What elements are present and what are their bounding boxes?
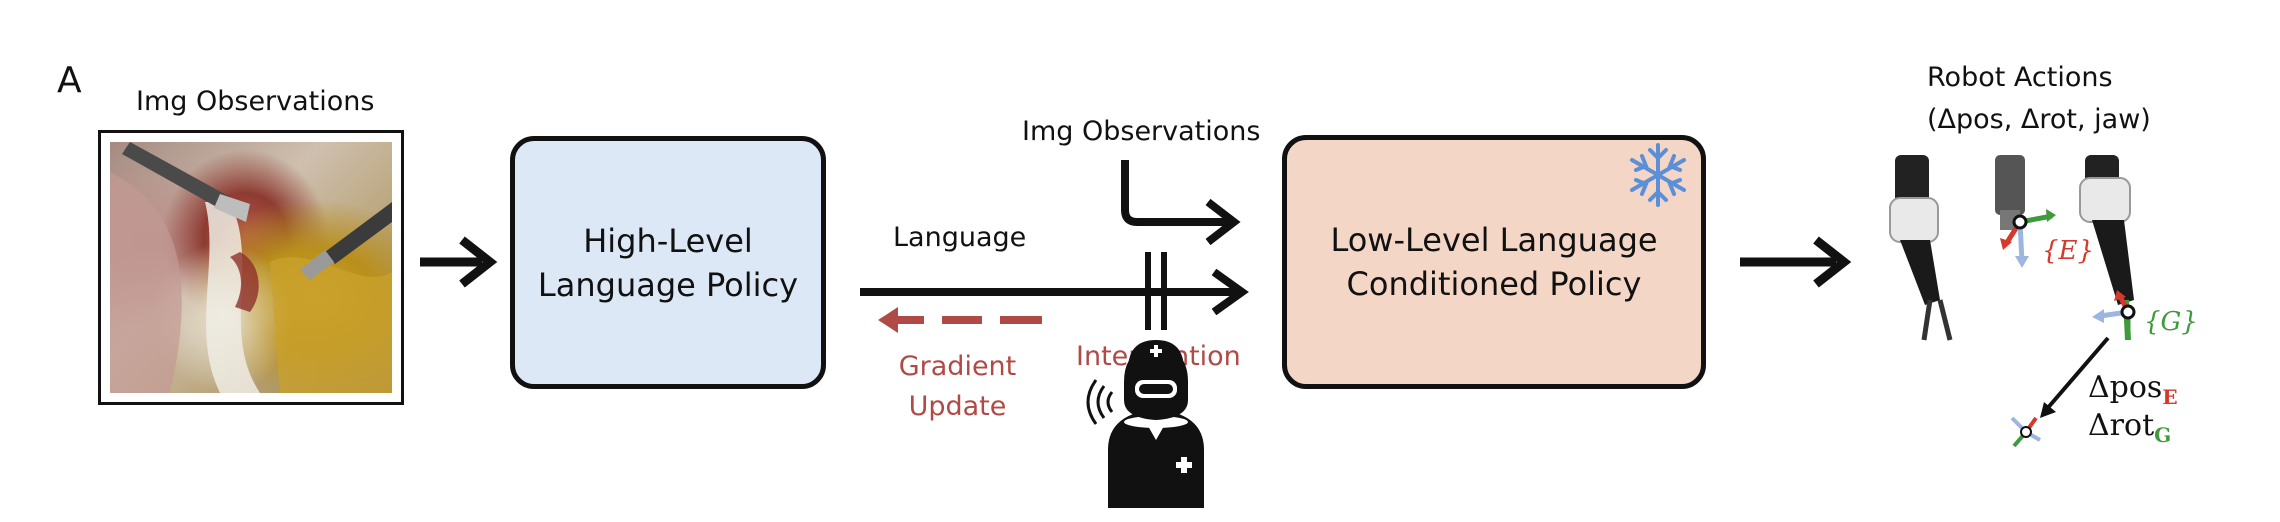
gradient-update-label: Gradient Update: [880, 347, 1035, 427]
frame-g-axes-icon: [2092, 290, 2136, 340]
robot-instruments-drawing: [1889, 155, 2134, 341]
panel-label: A: [57, 60, 82, 101]
frame-e-axes-icon: [2000, 209, 2056, 268]
img-observations-label-2: Img Observations: [1022, 116, 1261, 147]
gradient-update-arrow: [878, 307, 1042, 333]
delta-rot-label: ΔrotG: [2088, 408, 2171, 447]
snowflake-icon: [1630, 143, 1686, 207]
delta-pos-text: Δpos: [2088, 370, 2163, 405]
delta-pos-subscript: E: [2162, 385, 2178, 409]
target-frame-axes-icon: [2010, 416, 2041, 448]
low-level-policy-box: Low-Level Language Conditioned Policy: [1282, 135, 1706, 389]
arrow-img-observations: [1121, 160, 1241, 246]
language-label: Language: [893, 222, 1027, 253]
input-image-label: Img Observations: [136, 86, 375, 117]
delta-pos-label: ΔposE: [2088, 370, 2178, 409]
low-level-line1: Low-Level Language: [1330, 221, 1658, 259]
motion-arrow: [2040, 336, 2110, 418]
high-level-line2: Language Policy: [537, 265, 799, 304]
high-level-language-policy-box: High-Level Language Policy: [510, 136, 826, 389]
arrow-language: [860, 268, 1249, 316]
arrow-input-to-high-level: [420, 236, 498, 288]
input-image-frame: [98, 130, 404, 405]
high-level-line1: High-Level: [583, 221, 753, 260]
surgeon-icon: [1086, 340, 1204, 508]
surgical-tools-drawing: [110, 142, 392, 393]
robot-actions-subtitle: (Δpos, Δrot, jaw): [1927, 104, 2151, 135]
low-level-line2: Conditioned Policy: [1346, 265, 1642, 303]
gradient-line1: Gradient: [898, 351, 1017, 382]
gradient-line2: Update: [908, 391, 1007, 422]
intervention-bars: [1145, 252, 1167, 330]
robot-actions-title: Robot Actions: [1927, 62, 2113, 93]
arrow-to-robot-actions: [1740, 236, 1852, 288]
surgical-scene-image: [110, 142, 392, 393]
frame-e-label: {E}: [2042, 236, 2095, 266]
frame-g-label: {G}: [2144, 307, 2198, 337]
delta-rot-subscript: G: [2154, 423, 2172, 447]
delta-rot-text: Δrot: [2088, 408, 2155, 443]
